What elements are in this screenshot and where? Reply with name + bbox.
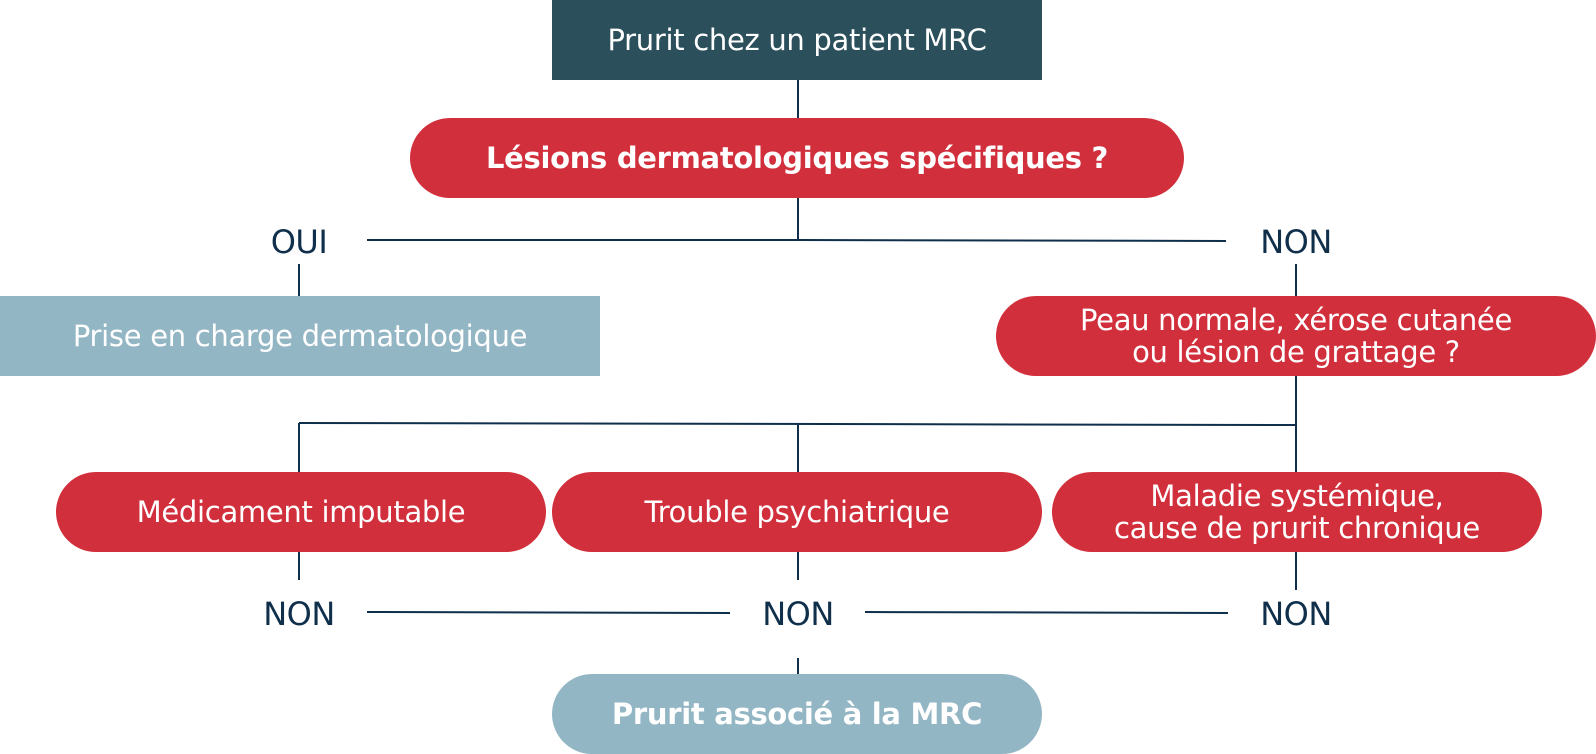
maladie-node: Maladie systémique, cause de prurit chro… bbox=[1052, 472, 1542, 552]
non-label-2: NON bbox=[748, 594, 848, 634]
question-lesions-node: Lésions dermatologiques spécifiques ? bbox=[410, 118, 1184, 198]
question-peau-node: Peau normale, xérose cutanée ou lésion d… bbox=[996, 296, 1596, 376]
non-label-1: NON bbox=[249, 594, 349, 634]
connector-non-left-to-mid bbox=[366, 611, 731, 614]
prise-en-charge-node: Prise en charge dermatologique bbox=[0, 296, 600, 376]
non-label-right: NON bbox=[1246, 222, 1346, 262]
medicament-node: Médicament imputable bbox=[56, 472, 546, 552]
trouble-node: Trouble psychiatrique bbox=[552, 472, 1042, 552]
non-label-3: NON bbox=[1246, 594, 1346, 634]
oui-label: OUI bbox=[255, 222, 343, 262]
start-node: Prurit chez un patient MRC bbox=[552, 0, 1042, 80]
result-node: Prurit associé à la MRC bbox=[552, 674, 1042, 754]
connector-non-mid-to-right bbox=[864, 611, 1229, 614]
connector-branch-right bbox=[797, 239, 1227, 242]
